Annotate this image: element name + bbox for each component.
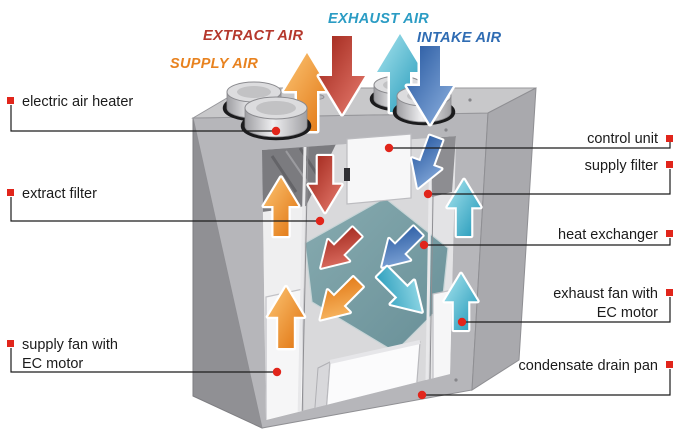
bullet-marker <box>666 289 673 296</box>
control-unit-label: control unit <box>587 131 658 147</box>
exhaust-air-label: EXHAUST AIR <box>328 11 429 27</box>
bullet-marker <box>7 340 14 347</box>
endpoint-dot <box>384 143 394 153</box>
callout-line <box>462 297 671 323</box>
callout-supply-fan: supply fan with EC motor <box>7 337 282 377</box>
exhaust-fan-label-line2: EC motor <box>597 305 658 321</box>
air-flow-labels: SUPPLY AIR EXTRACT AIR EXHAUST AIR INTAK… <box>170 11 502 72</box>
supply-air-label: SUPPLY AIR <box>170 56 258 72</box>
endpoint-dot <box>417 390 427 400</box>
callout-heat-exchanger: heat exchanger <box>419 227 673 250</box>
intake-air-label: INTAKE AIR <box>417 30 502 46</box>
callout-exhaust-fan: exhaust fan with EC motor <box>457 286 673 327</box>
exhaust-fan-label-line1: exhaust fan with <box>553 286 658 302</box>
supply-fan-label-line1: supply fan with <box>22 337 118 353</box>
callout-line <box>10 105 276 132</box>
bullet-marker <box>666 161 673 168</box>
endpoint-dot <box>457 317 467 327</box>
callout-line <box>389 142 671 149</box>
control-unit-box <box>344 133 412 205</box>
bullet-marker <box>7 97 14 104</box>
bullet-marker <box>666 230 673 237</box>
supply-filter-label: supply filter <box>585 158 659 174</box>
heat-exchanger-label: heat exchanger <box>558 227 658 243</box>
endpoint-dot <box>271 126 281 136</box>
condensate-drain-pan-label: condensate drain pan <box>519 358 658 374</box>
endpoint-dot <box>419 240 429 250</box>
bullet-marker <box>666 361 673 368</box>
top-ports-and-arrows <box>222 34 453 141</box>
supply-fan-label-line2: EC motor <box>22 356 83 372</box>
callout-condensate-drain-pan: condensate drain pan <box>417 358 673 400</box>
endpoint-dot <box>315 216 325 226</box>
callout-line <box>424 238 671 246</box>
control-unit-latch <box>344 168 350 181</box>
callout-supply-filter: supply filter <box>423 158 673 199</box>
electric-air-heater-label: electric air heater <box>22 94 133 110</box>
bullet-marker <box>7 189 14 196</box>
endpoint-dot <box>272 367 282 377</box>
bullet-marker <box>666 135 673 142</box>
callout-line <box>422 369 671 396</box>
callout-line <box>10 348 277 373</box>
supply-air-port <box>240 96 312 141</box>
callout-line <box>10 197 320 222</box>
endpoint-dot <box>423 189 433 199</box>
callout-line <box>428 169 671 195</box>
extract-filter-label: extract filter <box>22 186 97 202</box>
callout-extract-filter: extract filter <box>7 186 325 226</box>
callout-electric-air-heater: electric air heater <box>7 94 281 136</box>
extract-air-label: EXTRACT AIR <box>203 28 303 44</box>
callout-control-unit: control unit <box>384 131 673 153</box>
